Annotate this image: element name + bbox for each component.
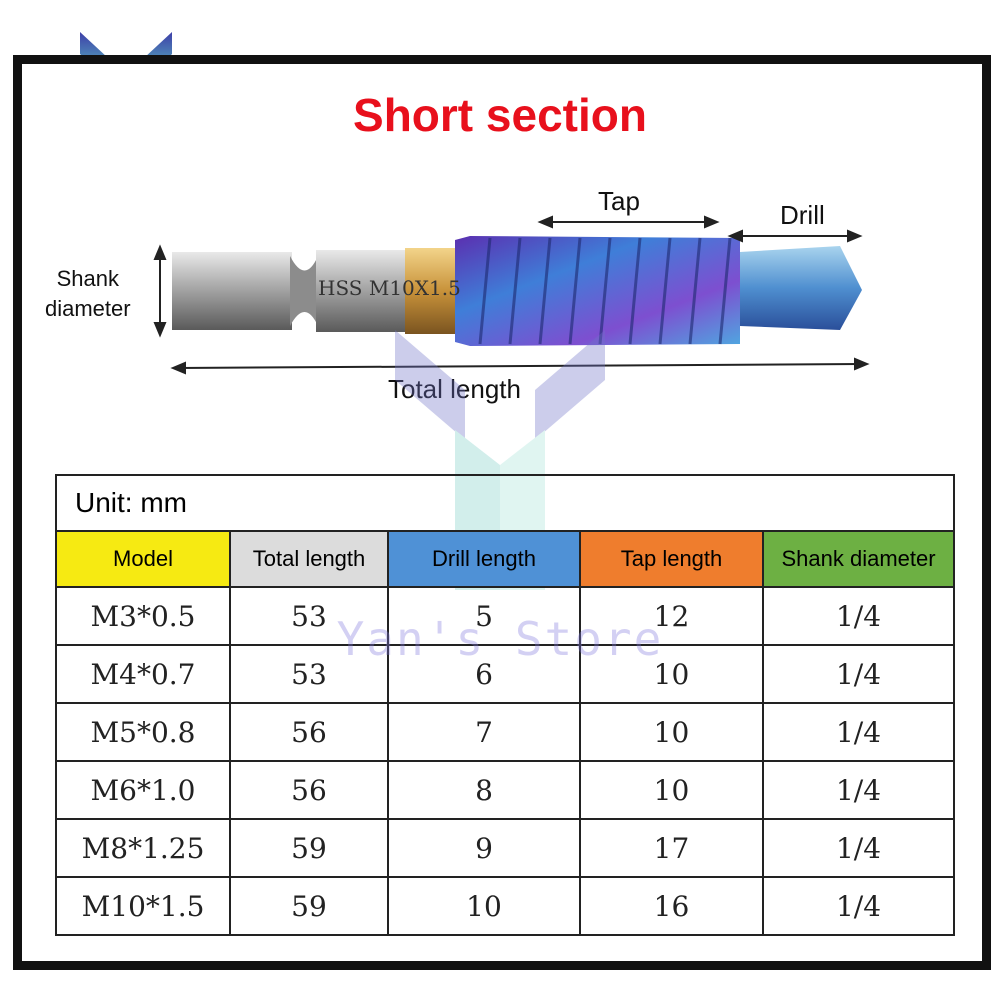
shank-label-line2: diameter: [45, 296, 131, 321]
table-row: M4*0.7 53 6 10 1/4: [55, 644, 956, 704]
shank-body: [316, 250, 408, 332]
cell-shank-diameter: 1/4: [761, 760, 956, 820]
unit-label: Unit: mm: [54, 474, 956, 532]
table-row: M6*1.0 56 8 10 1/4: [55, 760, 956, 820]
cell-model: M8*1.25: [55, 818, 231, 878]
header-drill-length: Drill length: [387, 530, 581, 588]
cell-drill-length: 10: [387, 876, 581, 936]
cell-total-length: 53: [229, 644, 389, 704]
cell-model: M10*1.5: [55, 876, 231, 936]
tap-threads: [478, 237, 732, 345]
page-title: Short section: [353, 89, 647, 141]
header-shank-diameter: Shank diameter: [761, 530, 956, 588]
cell-shank-diameter: 1/4: [761, 644, 956, 704]
cell-drill-length: 5: [387, 586, 581, 646]
header-tap-length: Tap length: [579, 530, 764, 588]
cell-shank-diameter: 1/4: [761, 876, 956, 936]
cell-model: M6*1.0: [55, 760, 231, 820]
header-row: Model Total length Drill length Tap leng…: [55, 530, 956, 588]
table-row: M8*1.25 59 9 17 1/4: [55, 818, 956, 878]
cell-tap-length: 10: [579, 702, 764, 762]
cell-shank-diameter: 1/4: [761, 586, 956, 646]
header-total-length: Total length: [229, 530, 389, 588]
cell-total-length: 59: [229, 818, 389, 878]
cell-drill-length: 8: [387, 760, 581, 820]
spec-table: Unit: mm Model Total length Drill length…: [54, 474, 956, 936]
cell-shank-diameter: 1/4: [761, 818, 956, 878]
tap-label: Tap: [598, 186, 640, 216]
cell-drill-length: 6: [387, 644, 581, 704]
cell-model: M3*0.5: [55, 586, 231, 646]
shank-neck: [290, 256, 318, 326]
shank-diameter-label: Shank diameter: [45, 264, 131, 324]
cell-tap-length: 10: [579, 760, 764, 820]
drill-bit-diagram: [153, 215, 870, 375]
cell-drill-length: 9: [387, 818, 581, 878]
shank-collar: [405, 248, 457, 334]
cell-tap-length: 17: [579, 818, 764, 878]
cell-model: M4*0.7: [55, 644, 231, 704]
cell-tap-length: 16: [579, 876, 764, 936]
cell-total-length: 56: [229, 760, 389, 820]
unit-row: Unit: mm: [54, 474, 956, 532]
table-row: M10*1.5 59 10 16 1/4: [55, 876, 956, 936]
cell-tap-length: 12: [579, 586, 764, 646]
table-row: M3*0.5 53 5 12 1/4: [55, 586, 956, 646]
cell-total-length: 59: [229, 876, 389, 936]
shank-marking: HSS M10X1.5: [318, 276, 461, 300]
total-length-label: Total length: [388, 374, 521, 404]
cell-tap-length: 10: [579, 644, 764, 704]
cell-model: M5*0.8: [55, 702, 231, 762]
dimension-arrows: [153, 215, 870, 375]
shank-hex: [172, 252, 292, 330]
header-model: Model: [55, 530, 231, 588]
cell-drill-length: 7: [387, 702, 581, 762]
drill-tip: [740, 246, 862, 330]
cell-total-length: 53: [229, 586, 389, 646]
table-row: M5*0.8 56 7 10 1/4: [55, 702, 956, 762]
cell-total-length: 56: [229, 702, 389, 762]
shank-label-line1: Shank: [56, 266, 119, 291]
drill-label: Drill: [780, 200, 825, 230]
cell-shank-diameter: 1/4: [761, 702, 956, 762]
